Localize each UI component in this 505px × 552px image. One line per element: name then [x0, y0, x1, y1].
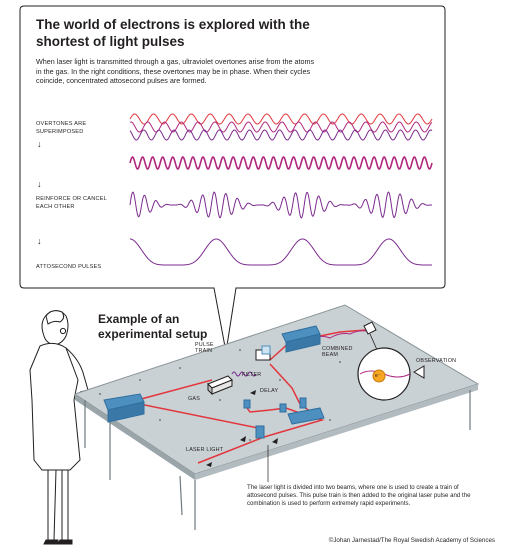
down-arrow-icon: ↓: [37, 139, 42, 149]
observation-zoom: [357, 333, 425, 401]
pulse-train-wave: [231, 371, 257, 377]
caption-text: The laser light is divided into two beam…: [247, 484, 471, 507]
delay-stage: [243, 397, 325, 439]
scientist-figure: [29, 310, 89, 545]
gas-cell: [207, 375, 233, 396]
label-reinforce: REINFORCE OR CANCEL EACH OTHER: [36, 196, 107, 210]
label-filter: FILTER: [242, 372, 262, 378]
beating-wave: [129, 191, 432, 219]
overtone-wave-2: [129, 121, 433, 133]
detector: [363, 321, 377, 335]
label-pulse-train: PULSE TRAIN: [195, 342, 214, 355]
label-electron: e⁻: [375, 373, 381, 379]
overtone-wave-3: [129, 129, 433, 141]
overtone-wave-1: [129, 113, 433, 125]
label-attosecond: ATTOSECOND PULSES: [36, 264, 102, 270]
summed-wave: [129, 156, 433, 170]
page-title: The world of electrons is explored with …: [36, 17, 310, 49]
mirror-block: [103, 393, 145, 423]
filter-unit: [255, 345, 271, 361]
motion-arrows: [206, 390, 278, 467]
down-arrow-icon: ↓: [37, 179, 42, 189]
intro-text: When laser light is transmitted through …: [36, 57, 315, 86]
label-laser-light: LASER LIGHT: [186, 447, 224, 453]
optical-table: [73, 304, 480, 530]
down-arrow-icon: ↓: [37, 236, 42, 246]
label-overtones: OVERTONES ARE SUPERIMPOSED: [36, 121, 87, 135]
attosecond-wave: [129, 238, 432, 266]
label-combined-beam: COMBINED BEAM: [322, 346, 353, 359]
credit-text: ©Johan Jarnestad/The Royal Swedish Acade…: [328, 537, 495, 544]
label-delay: DELAY: [260, 388, 279, 394]
mirror-block: [281, 325, 321, 353]
setup-title: Example of an experimental setup: [98, 312, 208, 341]
label-gas: GAS: [188, 396, 200, 402]
label-observation: OBSERVATION: [416, 358, 457, 364]
